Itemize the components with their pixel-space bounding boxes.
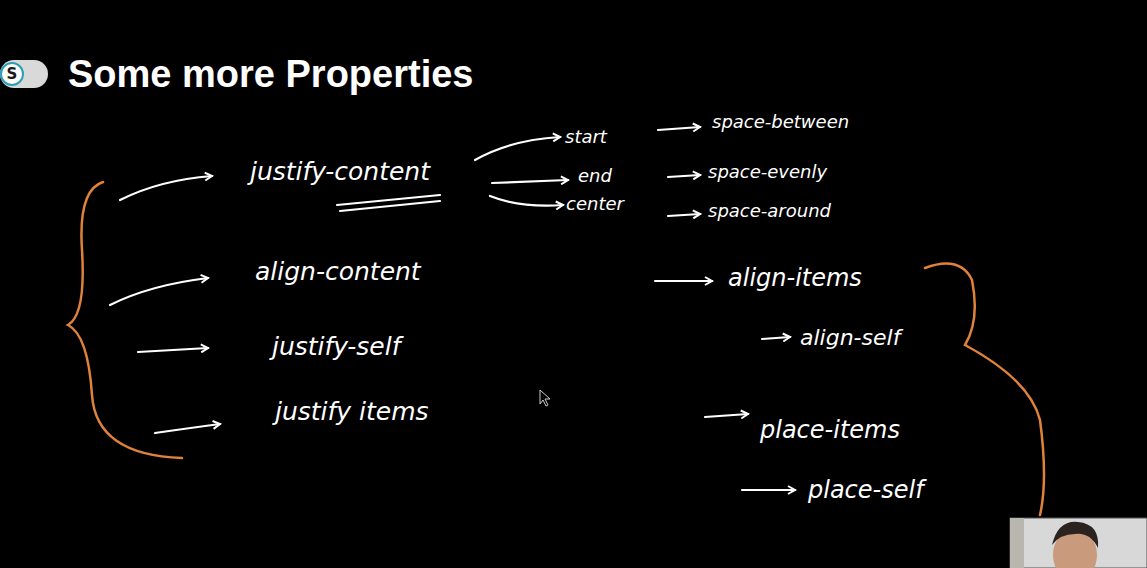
handwritten-label: place-items xyxy=(760,416,900,445)
handwritten-label: place-self xyxy=(808,476,924,505)
handwritten-label: space-evenly xyxy=(708,161,827,183)
handwritten-label: align-items xyxy=(728,264,862,293)
handwritten-label: start xyxy=(565,126,607,148)
handwritten-label: center xyxy=(566,193,624,215)
handwritten-label: space-around xyxy=(708,200,831,222)
handwritten-label: align-content xyxy=(255,257,421,287)
handwritten-label: space-between xyxy=(712,111,849,133)
presenter-badge: S xyxy=(0,60,48,88)
handwritten-label: justify-self xyxy=(272,332,400,362)
handwritten-label: align-self xyxy=(800,325,900,351)
slide-title: Some more Properties xyxy=(68,52,473,98)
handwritten-label: justify items xyxy=(275,397,429,427)
handwritten-label: justify-content xyxy=(250,157,430,187)
handwritten-label: end xyxy=(578,165,612,187)
badge-letter: S xyxy=(0,62,24,86)
